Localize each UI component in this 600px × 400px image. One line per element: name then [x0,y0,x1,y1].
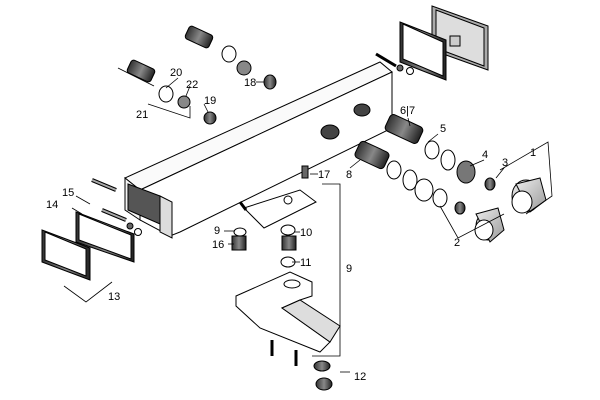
thermostat-cartridge [384,114,496,191]
leader-lines [63,67,553,373]
label-19: 19 [204,95,216,107]
mounting-plate [238,189,317,229]
label-4: 4 [482,149,488,161]
label-12: 12 [354,371,366,383]
label-16: 16 [212,239,224,251]
outlet-fittings [231,224,297,268]
spout-screws-aerator [270,340,333,391]
inlet-fitting-top [184,25,277,90]
pin-17 [301,165,309,179]
label-11: 11 [300,257,311,269]
label-18: 18 [244,77,256,89]
label-9-bracket: 9 [346,263,352,275]
left-cover-assembly [41,211,135,281]
top-cover-assembly [399,5,489,81]
part-labels: 1 2 3 4 5 6|7 8 9 9 10 11 12 13 14 15 16… [46,67,536,383]
label-1: 1 [530,147,536,159]
thermostat-body [124,61,393,239]
label-2: 2 [454,237,460,249]
shutoff-cartridge [354,140,466,215]
label-10: 10 [300,227,312,239]
label-15: 15 [62,187,74,199]
label-5: 5 [440,123,446,135]
knob-2 [474,207,505,243]
label-6-7: 6|7 [400,105,415,117]
label-13: 13 [108,291,120,303]
left-screws [91,178,142,236]
cover-screws [375,52,414,75]
label-14: 14 [46,199,58,211]
knob-1 [511,177,547,214]
inlet-fitting-left [126,59,217,125]
label-8: 8 [346,169,352,181]
label-22: 22 [186,79,198,91]
spout [235,271,341,353]
label-21: 21 [136,109,148,121]
label-3: 3 [502,157,508,169]
label-20: 20 [170,67,182,79]
label-17: 17 [318,169,330,181]
label-9-left: 9 [214,225,220,237]
